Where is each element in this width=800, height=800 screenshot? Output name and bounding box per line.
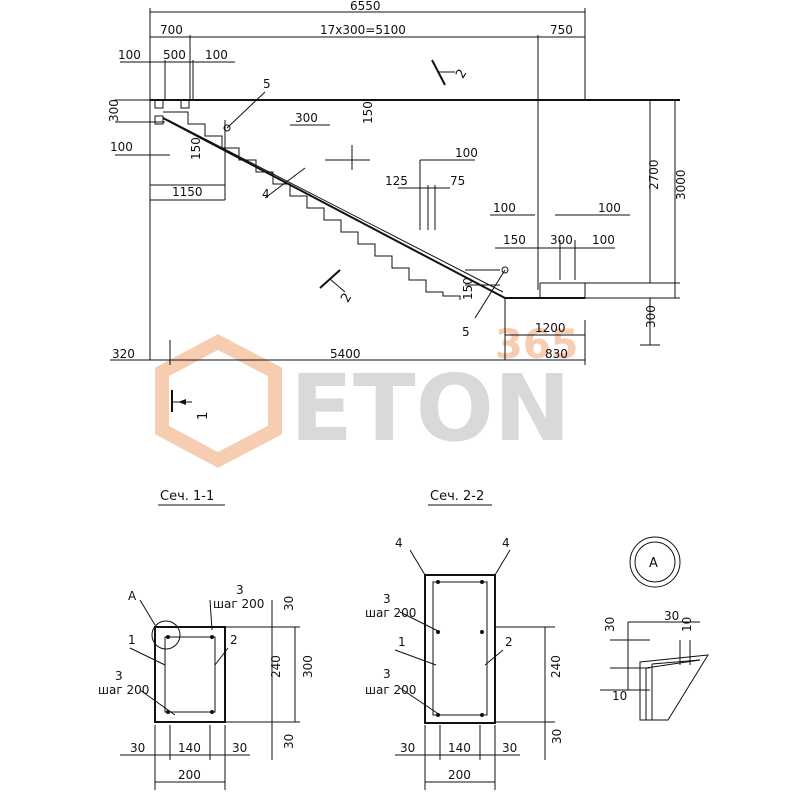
dim-100b: 100 <box>205 48 228 62</box>
marker-5a: 5 <box>263 77 271 91</box>
dim-10-right: 10 <box>680 617 694 632</box>
dim-300c: 300 <box>644 305 658 328</box>
dim-500: 500 <box>163 48 186 62</box>
callout-a: A <box>128 589 137 603</box>
dim-30-left: 30 <box>130 741 145 755</box>
marker-5b: 5 <box>462 325 470 339</box>
detail-a-label: A <box>649 556 658 571</box>
dim-2700: 2700 <box>647 159 661 190</box>
watermark-brand: ETON <box>290 355 571 462</box>
dim-30-left: 30 <box>400 741 415 755</box>
dim-300b: 300 <box>550 233 573 247</box>
dim-30-right: 30 <box>502 741 517 755</box>
callout-3-top: 3 <box>236 583 244 597</box>
dim-75: 75 <box>450 174 465 188</box>
callout-3-bottom: 3 <box>115 669 123 683</box>
step-bottom: шаг 200 <box>365 683 416 697</box>
dim-140: 140 <box>178 741 201 755</box>
dim-200: 200 <box>178 768 201 782</box>
dim-30-right: 30 <box>232 741 247 755</box>
section-2-label-bottom: 2 <box>338 291 355 306</box>
detail-a: A 30 10 30 10 <box>600 536 709 721</box>
callout-4-left: 4 <box>395 536 403 550</box>
section-1-label: 1 <box>196 412 211 420</box>
dim-100t: 100 <box>455 146 478 160</box>
detail-a-mark-icon <box>629 536 681 588</box>
dim-300: 300 <box>301 655 315 678</box>
section-2-title: Сеч. 2-2 <box>430 489 484 504</box>
section-1-title: Сеч. 1-1 <box>160 489 214 504</box>
callout-4-right: 4 <box>502 536 510 550</box>
watermark-hex-logo-icon <box>155 334 282 468</box>
dim-150s: 150 <box>361 101 375 124</box>
dim-30-left: 30 <box>603 617 617 632</box>
dim-1150: 1150 <box>172 185 203 199</box>
dim-240: 240 <box>269 655 283 678</box>
detail-a-circle-icon <box>151 620 181 650</box>
dim-right: 750 <box>550 23 573 37</box>
callout-3-bottom: 3 <box>383 667 391 681</box>
dim-240: 240 <box>549 655 563 678</box>
dim-150c: 150 <box>461 277 475 300</box>
section-2-2: Сеч. 2-2 4 4 3 шаг 200 1 2 3 шаг 200 2 <box>365 489 564 790</box>
callout-2: 2 <box>505 635 513 649</box>
dim-100a: 100 <box>118 48 141 62</box>
dim-150a: 150 <box>189 137 203 160</box>
stair-elevation: 6550 700 17x300=5100 750 100 500 100 300… <box>107 0 688 420</box>
callout-1: 1 <box>398 635 406 649</box>
dim-125: 125 <box>385 174 408 188</box>
dim-30-bottom: 30 <box>550 729 564 744</box>
step-bottom: шаг 200 <box>98 683 149 697</box>
dim-30-top: 30 <box>282 596 296 611</box>
callout-1: 1 <box>128 633 136 647</box>
section-1-1: Сеч. 1-1 A 3 шаг 200 1 2 3 шаг 200 30 24… <box>98 489 315 790</box>
dim-3000: 3000 <box>674 169 688 200</box>
step-top: шаг 200 <box>365 606 416 620</box>
dim-100w: 100 <box>598 201 621 215</box>
dim-300v: 300 <box>107 99 121 122</box>
dim-150b: 150 <box>503 233 526 247</box>
step-top: шаг 200 <box>213 597 264 611</box>
dim-140: 140 <box>448 741 471 755</box>
dim-200: 200 <box>448 768 471 782</box>
dim-total: 6550 <box>350 0 381 13</box>
dim-830: 830 <box>545 347 568 361</box>
dim-steps: 17x300=5100 <box>320 23 406 37</box>
dim-1200: 1200 <box>535 321 566 335</box>
marker-4: 4 <box>262 187 270 201</box>
callout-2: 2 <box>230 633 238 647</box>
callout-3-top: 3 <box>383 592 391 606</box>
watermark: ETON 365 <box>155 322 579 468</box>
dim-30-bottom: 30 <box>282 734 296 749</box>
section-2-label-top: 2 <box>453 67 470 82</box>
dim-100c: 100 <box>110 140 133 154</box>
dim-100u: 100 <box>493 201 516 215</box>
dim-5400: 5400 <box>330 347 361 361</box>
dim-100x: 100 <box>592 233 615 247</box>
dim-left: 700 <box>160 23 183 37</box>
dim-320: 320 <box>112 347 135 361</box>
dim-30-top: 30 <box>664 609 679 623</box>
dim-300s: 300 <box>295 111 318 125</box>
dim-10-bottom: 10 <box>612 689 627 703</box>
